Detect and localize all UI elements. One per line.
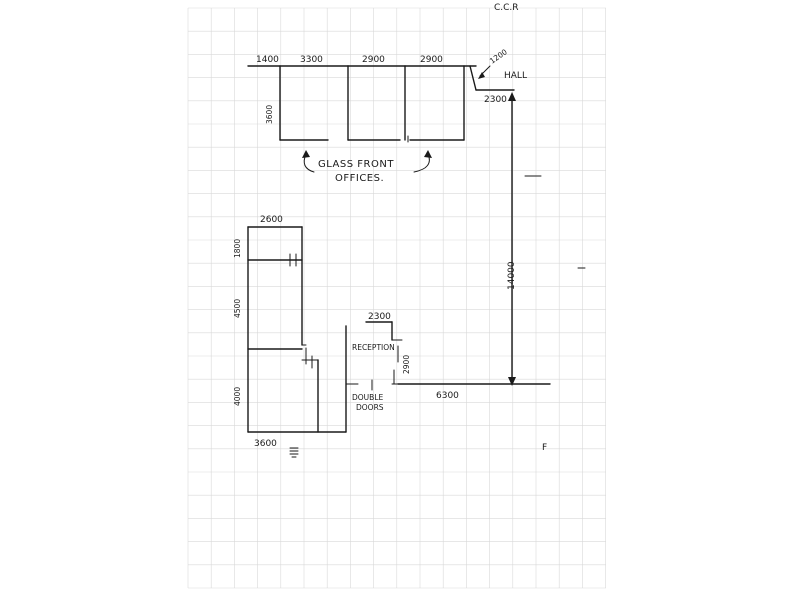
offices-label-line1: GLASS FRONT	[318, 159, 394, 170]
dim-left-4500: 4500	[233, 299, 242, 318]
reception-label: RECEPTION	[352, 343, 395, 352]
dim-reception-2300: 2300	[368, 312, 391, 322]
dim-bottom-3600: 3600	[254, 439, 277, 449]
dim-left-4000: 4000	[233, 387, 242, 406]
right-dimension-arrow	[508, 92, 586, 386]
corner-mark-top: C.C.R	[494, 3, 519, 13]
graph-paper-grid	[187, 7, 606, 589]
glass-front-offices	[247, 65, 477, 173]
dim-reception-2900: 2900	[402, 355, 411, 374]
dim-top-3300: 3300	[300, 55, 323, 65]
dim-left-1800: 1800	[233, 239, 242, 258]
double-doors-line2: DOORS	[356, 403, 384, 412]
dim-top-2900-b: 2900	[420, 55, 443, 65]
dim-left-room-2600: 2600	[260, 215, 283, 225]
side-mark-right: F	[542, 443, 547, 453]
dim-top-1400: 1400	[256, 55, 279, 65]
left-rooms	[247, 226, 347, 433]
dim-office-height-3600: 3600	[265, 105, 274, 124]
dim-top-2900-a: 2900	[362, 55, 385, 65]
dim-right-14000: 14000	[507, 261, 517, 290]
reception-area	[345, 321, 551, 433]
hall-label: HALL	[504, 71, 527, 81]
dim-bottom-6300: 6300	[436, 391, 459, 401]
hall-corner	[475, 65, 515, 91]
offices-label-line2: OFFICES.	[335, 173, 384, 184]
stair-symbol	[289, 447, 299, 458]
dim-hall-2300: 2300	[484, 95, 507, 105]
double-doors-line1: DOUBLE	[352, 393, 383, 402]
